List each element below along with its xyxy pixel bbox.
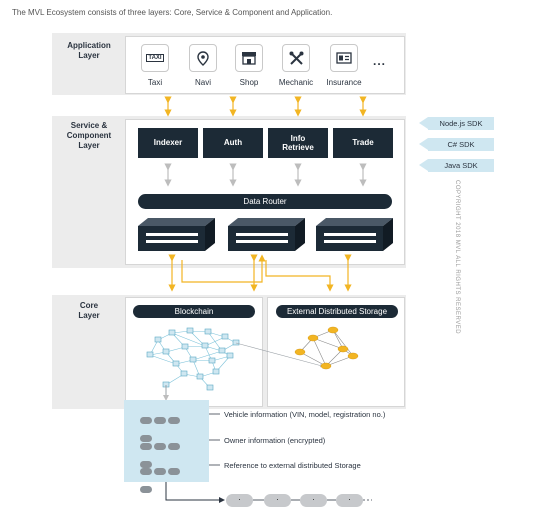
info-row-owner — [140, 437, 194, 468]
data-router: Data Router — [138, 194, 392, 209]
blockchain-storage-link — [235, 342, 324, 368]
chain-block: · — [300, 494, 327, 507]
auth-box: Auth — [203, 128, 263, 158]
vehicle-info-text: Vehicle information (VIN, model, registr… — [224, 410, 386, 419]
info-row-reference — [140, 462, 194, 493]
trade-box: Trade — [333, 128, 393, 158]
java-sdk-tag: Java SDK — [419, 159, 494, 172]
app-shop: Shop — [230, 44, 268, 87]
app-mechanic: Mechanic — [277, 44, 315, 87]
blockchain-nodes — [146, 327, 240, 391]
application-panel — [125, 36, 405, 94]
app-taxi: TAXI Taxi — [136, 44, 174, 87]
storage-cylinders — [294, 326, 359, 370]
info-chain-arrow — [165, 482, 225, 503]
csharp-sdk-tag: C# SDK — [419, 138, 494, 151]
app-insurance: Insurance — [325, 44, 363, 87]
diagram-caption: The MVL Ecosystem consists of three laye… — [12, 8, 333, 17]
chain-block: · — [264, 494, 291, 507]
service-router-arrows — [164, 163, 367, 187]
map-pin-icon — [189, 44, 217, 72]
node-stack-2 — [228, 218, 305, 251]
app-navi: Navi — [184, 44, 222, 87]
external-storage-label: External Distributed Storage — [276, 305, 398, 318]
block-info-box — [124, 400, 209, 493]
copyright-notice: COPYRIGHT 2018 MVL ALL RIGHTS RESERVED — [454, 180, 460, 335]
blockchain-label: Blockchain — [133, 305, 255, 318]
nodejs-sdk-tag: Node.js SDK — [419, 117, 494, 130]
taxi-icon: TAXI — [141, 44, 169, 72]
id-card-icon — [330, 44, 358, 72]
owner-info-text: Owner information (encrypted) — [224, 436, 326, 445]
node-stack-1 — [138, 218, 215, 251]
chain-block: · — [226, 494, 253, 507]
service-core-arrows — [168, 254, 352, 292]
chain-block: · — [336, 494, 363, 507]
app-service-arrows — [164, 96, 367, 117]
shop-icon — [235, 44, 263, 72]
node-stack-3 — [316, 218, 393, 251]
tools-icon — [282, 44, 310, 72]
info-row-vehicle — [140, 411, 194, 442]
indexer-box: Indexer — [138, 128, 198, 158]
more-apps-ellipsis: ... — [373, 54, 387, 68]
reference-info-text: Reference to external distributed Storag… — [224, 461, 361, 470]
